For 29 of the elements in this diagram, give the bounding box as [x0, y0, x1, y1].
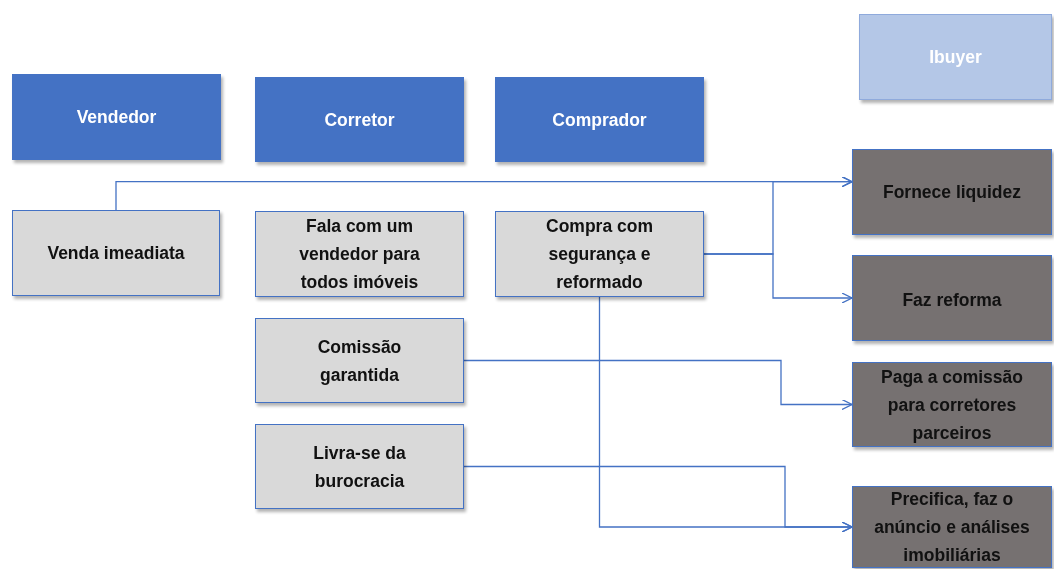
box-label: Ibuyer: [929, 46, 982, 69]
service-box: [852, 255, 1052, 341]
box-label: Fornece liquidez: [882, 181, 1022, 204]
role-box: [859, 14, 1052, 100]
box-label: Faz reforma: [902, 289, 1002, 312]
service-box: [852, 362, 1052, 447]
role-box: [255, 77, 464, 162]
benefit-box: [255, 211, 464, 297]
box-label: Comprador: [552, 108, 647, 132]
box-label: Compra com segurança e reformado: [545, 215, 654, 294]
box-label: Fala com um vendedor para todos imóveis: [298, 215, 421, 294]
role-box: [12, 74, 221, 160]
connector-arrow: [463, 359, 853, 411]
box-label: Venda imeadiata: [47, 242, 185, 265]
benefit-box: [12, 210, 220, 296]
service-box: [852, 149, 1052, 235]
box-label: Paga a comissão para corretores parceiros: [880, 365, 1024, 445]
box-label: Vendedor: [76, 106, 157, 129]
role-box: [495, 77, 704, 162]
box-label: Comissão garantida: [316, 335, 403, 387]
box-label: Corretor: [324, 108, 395, 132]
box-label: Livra-se da burocracia: [312, 441, 407, 493]
connector-arrow: [703, 253, 853, 304]
benefit-box: [495, 211, 704, 297]
service-box: [852, 486, 1052, 568]
connector-arrow: [598, 296, 853, 533]
benefit-box: [255, 424, 464, 509]
benefit-box: [255, 318, 464, 403]
box-label: Precifica, faz o anúncio e análises imobiliárias: [873, 488, 1031, 567]
